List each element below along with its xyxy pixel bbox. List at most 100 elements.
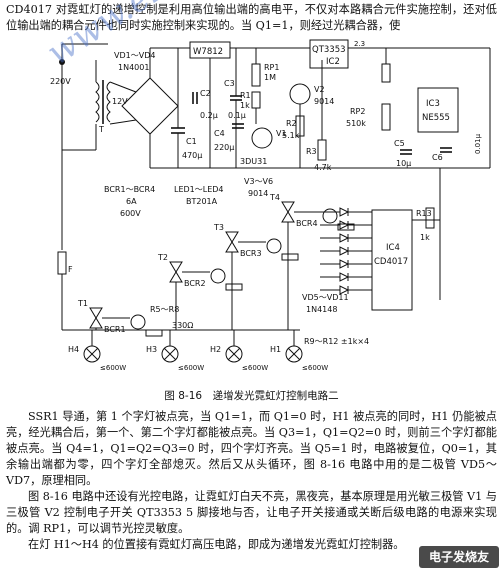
terminal-dot [59, 59, 65, 65]
lamp-rating: ≤600W [178, 364, 204, 372]
capacitor-c3: C3 0.1μ [224, 48, 246, 168]
c2-label: C2 [200, 89, 211, 98]
lamp-label: H4 [68, 345, 79, 354]
led-type: BT201A [186, 197, 218, 206]
v2-label: V2 [314, 85, 325, 94]
lamp: H4≤600W [68, 330, 126, 372]
driver-transistor [130, 314, 146, 330]
diode [320, 259, 372, 269]
c3-value: 0.1μ [228, 111, 246, 120]
diode [320, 207, 372, 217]
c3-label: C3 [224, 79, 235, 88]
c6-label: C6 [432, 153, 443, 162]
lamp-label: H3 [146, 345, 157, 354]
transformer-primary [95, 81, 100, 123]
c5-label: C5 [394, 139, 405, 148]
v1-phototransistor [251, 127, 273, 149]
opto-label: T4 [269, 193, 280, 202]
site-logo: 电子发烧友 [419, 546, 499, 568]
v3-v6-label: V3～V6 [244, 177, 273, 186]
lamp: H3 ≤600W [146, 330, 204, 372]
transformer-label: T [98, 125, 104, 134]
electronic-switch: QT3353 IC2 2.3 [309, 39, 491, 168]
timer-section: RP2 510k IC3 NE555 C5 10μ C6 0.01μ [346, 48, 482, 168]
capacitor-c2: C2 0.2μ [192, 89, 218, 120]
v1-label: V1 [276, 129, 287, 138]
top-paragraph: CD4017 对霓虹灯的递增控制是利用高位输出端的高电平，不仅对本路耦合元件实施… [6, 3, 497, 32]
opto-label: T3 [213, 223, 224, 232]
rp1-value: 1M [264, 73, 276, 82]
base-resistor [145, 329, 163, 337]
c4-value: 220μ [214, 143, 234, 152]
rp2-value: 510k [346, 119, 366, 128]
driver-transistor [266, 238, 282, 254]
diode [320, 233, 372, 243]
r2-label: R2 [286, 119, 297, 128]
lamp-label: H2 [210, 345, 221, 354]
mains-voltage-label: 220V [50, 77, 71, 86]
bcr-current: 6A [126, 197, 137, 206]
r3-resistor [317, 139, 327, 161]
r13-resistor [425, 207, 435, 229]
triac-label: BCR2 [184, 279, 206, 288]
capacitor-c4: C4 220μ [214, 123, 244, 152]
r5-value: 330Ω [172, 321, 193, 330]
lamp-row: H4≤600W H3 ≤600W H2 ≤600W H1 ≤600W [68, 330, 328, 372]
v2-type: 9014 [314, 97, 334, 106]
c6-value: 0.01μ [474, 133, 482, 154]
lamp: H2 ≤600W [210, 330, 268, 372]
bridge-rectifier: VD1～VD4 1N4001 [109, 47, 190, 168]
c1-label: C1 [186, 137, 197, 146]
rp2-resistor [381, 103, 391, 131]
ic2-label: IC2 [326, 57, 340, 67]
ic3-type: NE555 [422, 113, 450, 123]
r1-resistor [251, 91, 261, 109]
rp2-label: RP2 [350, 107, 365, 116]
driver-transistor [322, 208, 338, 224]
triac-label: BCR3 [240, 249, 262, 258]
bcr-voltage: 600V [120, 209, 141, 218]
switch-pins-label: 2.3 [354, 40, 365, 48]
transformer-secondary [106, 81, 111, 123]
regulator-label: W7812 [193, 47, 223, 57]
body-text: SSR1 导通，第 1 个字灯被点亮，当 Q1=1，而 Q1=0 时，H1 被点… [6, 409, 497, 553]
circuit-schematic: 220V F T 12V VD1～VD4 1N4001 W7812 [50, 39, 491, 372]
diode-column [320, 207, 372, 295]
triac-label: BCR4 [296, 219, 318, 228]
paragraph: SSR1 导通，第 1 个字灯被点亮，当 Q1=1，而 Q1=0 时，H1 被点… [6, 410, 497, 487]
lamp-label: H1 [270, 345, 281, 354]
opto-label: T2 [157, 253, 168, 262]
lamp: H1 ≤600W [270, 330, 328, 372]
r2-value: 5.1k [282, 131, 300, 140]
bridge-type-label: 1N4001 [118, 63, 149, 72]
base-resistor [337, 223, 355, 231]
counter-ic: IC4 CD4017 R13 1k [371, 168, 441, 311]
secondary-voltage-label: 12V [112, 97, 128, 106]
diode [320, 246, 372, 256]
paragraph: 在灯 H1～H4 的位置接有霓虹灯高压电路，即成为递增发光霓虹灯控制器。 [28, 538, 405, 551]
fuse-label: F [68, 265, 73, 274]
leds-label: LED1～LED4 [174, 185, 224, 194]
r3-value: 4.7k [314, 163, 332, 172]
vd-type: 1N4148 [306, 305, 337, 314]
regulator: W7812 [189, 41, 310, 168]
r-series-label: R9～R12 ±1k×4 [304, 337, 369, 346]
v3-v6-type: 9014 [248, 189, 268, 198]
lamp-rating: ≤600W [302, 364, 328, 372]
ic4-label: IC4 [386, 243, 400, 253]
diode [320, 285, 372, 295]
lamp-rating: ≤600W [242, 364, 268, 372]
ic4-type: CD4017 [374, 257, 408, 267]
diode [320, 220, 372, 230]
base-resistor [225, 283, 243, 291]
driver-transistor [210, 268, 226, 284]
rp1-label: RP1 [264, 63, 279, 72]
r5-r8-label: R5～R8 [150, 305, 179, 314]
mains-section: 220V F T 12V [50, 43, 128, 330]
r13-value: 1k [420, 233, 430, 242]
bridge-label: VD1～VD4 [114, 51, 155, 60]
